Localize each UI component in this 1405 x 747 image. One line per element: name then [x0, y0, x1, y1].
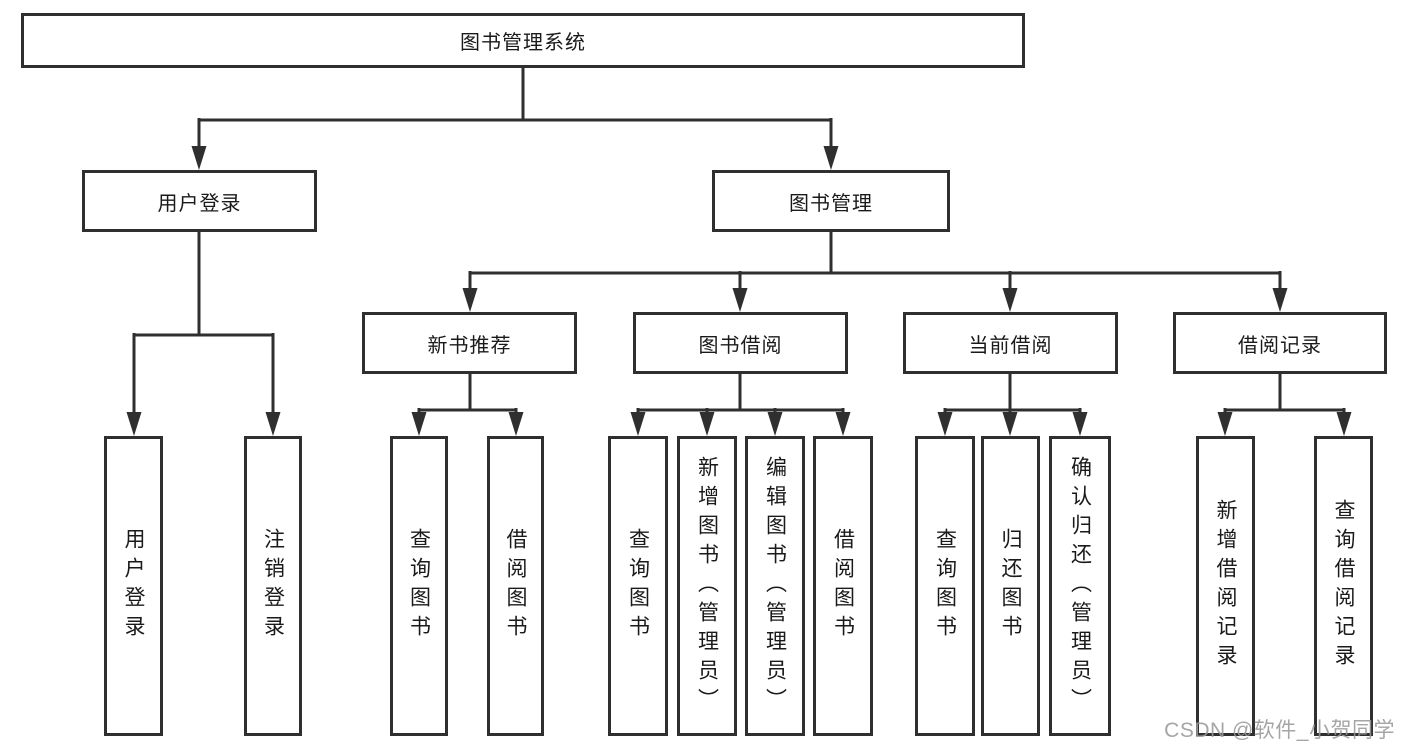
node-leaf-query-books-borrow-label: 查询图书	[626, 528, 650, 644]
node-leaf-query-books-recommend-label: 查询图书	[407, 528, 431, 644]
node-leaf-borrow-books-recommend-label: 借阅图书	[504, 528, 527, 644]
connector-user-login-children	[132, 232, 275, 414]
node-leaf-add-borrow-record: 新增借阅记录	[1196, 436, 1255, 736]
node-leaf-borrow-books: 借阅图书	[813, 436, 873, 736]
node-book-borrow: 图书借阅	[633, 312, 848, 374]
node-new-book-recommend: 新书推荐	[362, 312, 577, 374]
node-leaf-logout: 注销登录	[244, 436, 302, 736]
node-leaf-return-books-label: 归还图书	[999, 528, 1022, 644]
node-leaf-user-login: 用户登录	[104, 436, 163, 736]
node-book-management: 图书管理	[712, 170, 950, 232]
node-current-borrow-label: 当前借阅	[968, 334, 1053, 357]
connector-root-branches	[197, 68, 833, 148]
node-current-borrow: 当前借阅	[903, 312, 1118, 374]
node-leaf-query-borrow-record: 查询借阅记录	[1314, 436, 1373, 736]
node-new-book-recommend-label: 新书推荐	[427, 334, 512, 357]
connector-book-borrow-children	[636, 374, 845, 414]
node-root-label: 图书管理系统	[460, 32, 586, 54]
node-borrow-records: 借阅记录	[1173, 312, 1387, 374]
node-leaf-query-books-current: 查询图书	[915, 436, 975, 736]
node-leaf-logout-label: 注销登录	[261, 528, 285, 644]
node-user-login-label: 用户登录	[157, 192, 242, 215]
node-leaf-borrow-books-recommend: 借阅图书	[487, 436, 544, 736]
node-leaf-confirm-return-admin: 确认归还（管理员）	[1049, 436, 1111, 736]
node-leaf-add-book-admin: 新增图书（管理员）	[677, 436, 737, 736]
arrowhead-icons	[126, 146, 1352, 436]
node-leaf-add-book-admin-label: 新增图书（管理员）	[695, 455, 719, 717]
node-leaf-query-books-recommend: 查询图书	[390, 436, 448, 736]
node-user-login: 用户登录	[82, 170, 317, 232]
node-leaf-user-login-label: 用户登录	[122, 528, 145, 644]
connector-book-management-children	[468, 232, 1282, 290]
connector-new-book-children	[417, 374, 518, 414]
node-leaf-borrow-books-label: 借阅图书	[831, 528, 855, 644]
node-leaf-query-books-current-label: 查询图书	[933, 528, 957, 644]
node-leaf-query-borrow-record-label: 查询借阅记录	[1332, 499, 1355, 673]
node-book-management-label: 图书管理	[789, 192, 873, 215]
csdn-watermark: CSDN @软件_小贺同学	[1164, 719, 1395, 742]
connector-borrow-record-children	[1223, 374, 1346, 414]
node-leaf-return-books: 归还图书	[981, 436, 1040, 736]
node-borrow-records-label: 借阅记录	[1238, 334, 1322, 357]
node-leaf-edit-book-admin-label: 编辑图书（管理员）	[763, 455, 787, 717]
node-root: 图书管理系统	[21, 13, 1025, 68]
connector-current-borrow-children	[943, 374, 1082, 414]
node-book-borrow-label: 图书借阅	[698, 334, 783, 357]
node-leaf-confirm-return-admin-label: 确认归还（管理员）	[1068, 455, 1092, 717]
node-leaf-edit-book-admin: 编辑图书（管理员）	[745, 436, 805, 736]
node-leaf-query-books-borrow: 查询图书	[608, 436, 668, 736]
node-leaf-add-borrow-record-label: 新增借阅记录	[1214, 499, 1237, 673]
